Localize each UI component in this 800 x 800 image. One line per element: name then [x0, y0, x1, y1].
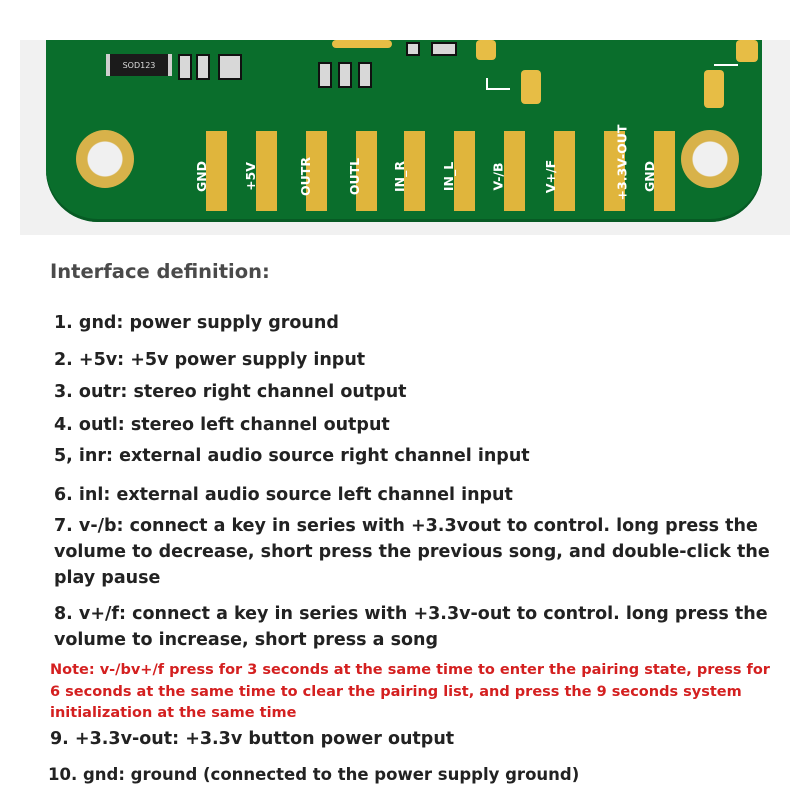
pin-pad-outl: [356, 131, 377, 211]
list-item: 4. outl: stereo left channel output: [54, 415, 390, 435]
pin-pad-in-r: [404, 131, 425, 211]
pin-label: V-/B: [490, 161, 506, 191]
pin-pad-gnd-2: [654, 131, 675, 211]
sod123-diode: SOD123: [106, 54, 172, 76]
pin-pad-5v: [256, 131, 277, 211]
diode-marking: SOD123: [122, 60, 156, 70]
pin-pad-v-b: [504, 131, 525, 211]
silkscreen-line: [486, 78, 488, 90]
pin-pad-in-l: [454, 131, 475, 211]
list-item: 8. v+/f: connect a key in series with +3…: [54, 604, 768, 650]
pin-label: V+/F: [543, 159, 559, 193]
smd-component: [318, 62, 332, 88]
mounting-hole: [76, 130, 134, 188]
smd-component: [406, 42, 420, 56]
list-item: 7. v-/b: connect a key in series with +3…: [54, 516, 770, 588]
pin-label: +5V: [242, 161, 258, 191]
smd-component: [196, 54, 210, 80]
smd-component: [338, 62, 352, 88]
list-item: 1. gnd: power supply ground: [54, 313, 339, 333]
smd-component: [178, 54, 192, 80]
list-item: 9. +3.3v-out: +3.3v button power output: [50, 729, 455, 749]
list-item: 3. outr: stereo right channel output: [54, 382, 407, 402]
pin-pad-outr: [306, 131, 327, 211]
pin-label: OUTL: [347, 157, 363, 195]
copper-trace: [332, 40, 392, 48]
pin-pad-3v3-out: [604, 131, 625, 211]
silkscreen-line: [714, 64, 738, 66]
mounting-hole: [681, 130, 739, 188]
pin-label: GND: [642, 160, 658, 192]
pin-label: +3.3V-OUT: [614, 124, 630, 200]
copper-trace: [704, 70, 724, 108]
smd-component: [218, 54, 242, 80]
pin-label: GND: [194, 160, 210, 192]
list-item: 10. gnd: ground (connected to the power …: [48, 765, 580, 784]
pin-label: IN_L: [441, 161, 457, 191]
section-heading: Interface definition:: [50, 260, 270, 283]
pin-label: OUTR: [297, 156, 313, 196]
pin-pad-v-f: [554, 131, 575, 211]
list-item: 6. inl: external audio source left chann…: [54, 485, 513, 505]
list-item: 5, inr: external audio source right chan…: [54, 446, 530, 466]
pin-pad-gnd: [206, 131, 227, 211]
pin-label: IN_R: [392, 160, 407, 192]
smd-component: [358, 62, 372, 88]
copper-trace: [736, 40, 758, 62]
pcb-photo: SOD123 GND +5V OUTR OUTL IN_R: [20, 40, 790, 235]
copper-trace: [476, 40, 496, 60]
copper-trace: [521, 70, 541, 104]
pcb-board: SOD123 GND +5V OUTR OUTL IN_R: [46, 40, 762, 222]
note-text: Note: v-/bv+/f press for 3 seconds at th…: [50, 662, 770, 721]
silkscreen-line: [486, 88, 510, 90]
list-item: 2. +5v: +5v power supply input: [54, 350, 366, 370]
smd-component: [431, 42, 457, 56]
